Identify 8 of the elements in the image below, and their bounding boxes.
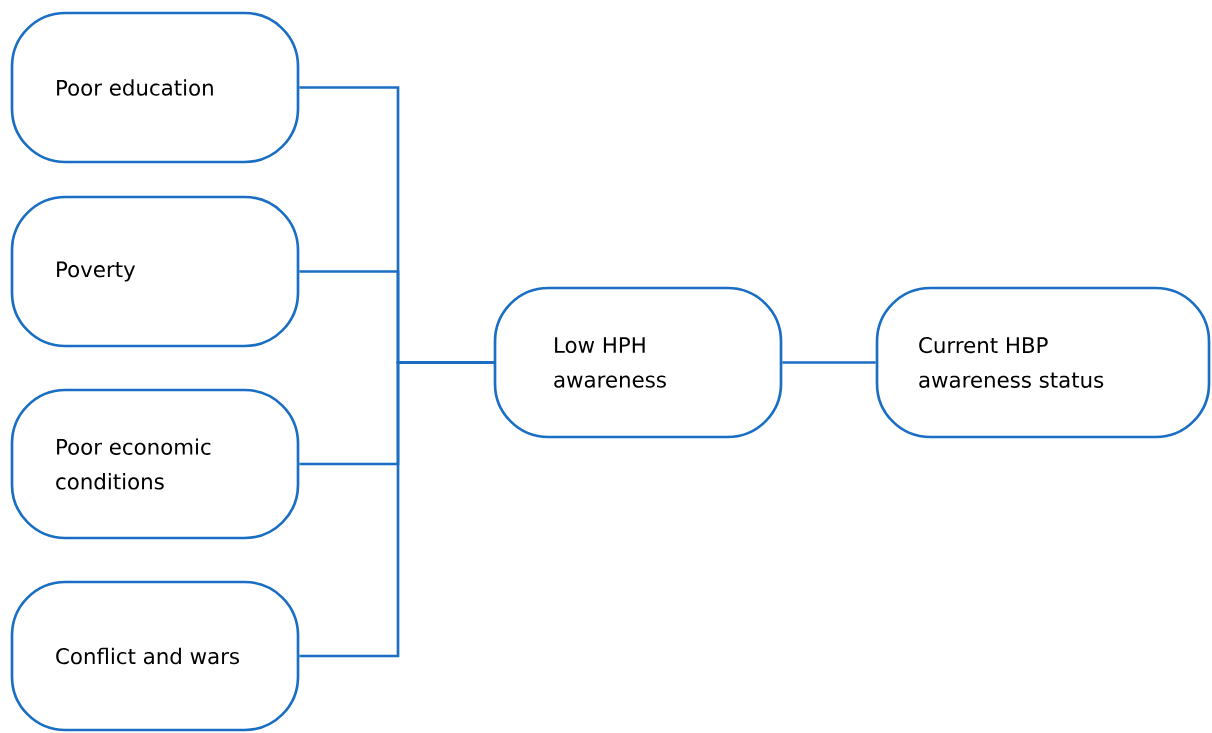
connector-line: [299, 361, 494, 658]
process-box: Current HBP awareness status: [875, 286, 1211, 439]
process-box: Poverty: [10, 195, 300, 348]
process-box: Poor economic conditions: [10, 388, 300, 540]
process-box: Poor education: [10, 11, 300, 164]
process-box: Low HPH awareness: [493, 286, 783, 439]
connector-line: [782, 361, 876, 364]
process-box: Conflict and wars: [10, 580, 300, 732]
